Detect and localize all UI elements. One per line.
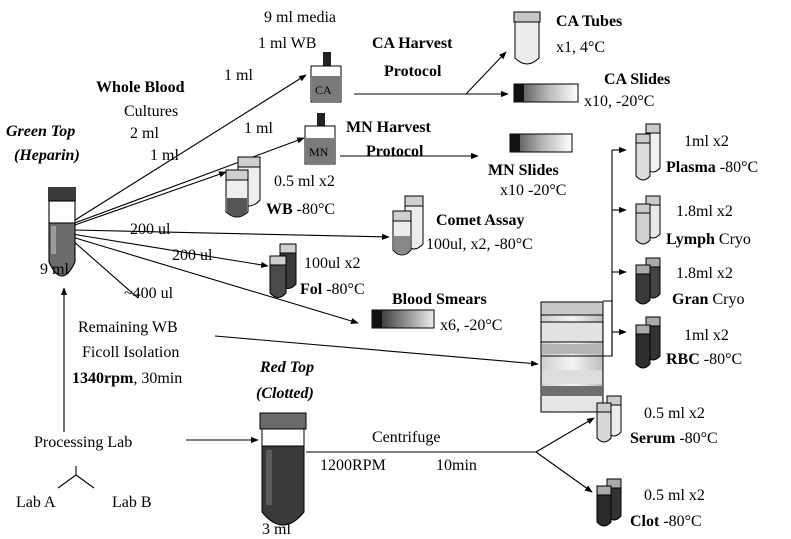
serum-tubes-icon <box>596 395 622 443</box>
green-top-title: Green Top <box>6 123 75 140</box>
ca-branch-volume: 1 ml <box>224 67 253 84</box>
comet-title: Comet Assay <box>436 212 524 229</box>
serum-volume: 0.5 ml x2 <box>644 405 705 422</box>
ca-flask-label: CA <box>315 83 332 97</box>
lab-b-label: Lab B <box>112 494 152 511</box>
smear-input-volume: ~400 ul <box>124 285 174 302</box>
lymph-storage: Lymph Cryo <box>666 231 751 248</box>
connector-lines <box>57 51 627 493</box>
mn-slides-spec: x10 -20°C <box>500 182 566 199</box>
red-top-subtitle: (Clotted) <box>256 385 314 402</box>
media-label: 9 ml media <box>264 9 336 26</box>
cultures-volume: 2 ml <box>130 125 159 142</box>
serum-storage: Serum -80°C <box>630 430 718 447</box>
mn-branch-volume: 1 ml <box>244 120 273 137</box>
gran-tubes-icon <box>635 257 661 305</box>
rbc-volume: 1ml x2 <box>684 327 729 344</box>
wb-added-label: 1 ml WB <box>258 35 316 52</box>
ca-harvest-title: CA Harvest <box>372 35 453 52</box>
ca-culture-flask <box>310 52 342 103</box>
comet-spec: 100ul, x2, -80°C <box>426 236 533 253</box>
processing-lab-label: Processing Lab <box>34 434 132 451</box>
centrifuge-speed: 1200RPM <box>320 457 386 474</box>
fol-storage: Fol -80°C <box>300 281 365 298</box>
ca-tubes-spec: x1, 4°C <box>556 39 605 56</box>
plasma-tubes-icon <box>635 123 661 181</box>
ficoll-isolation-label: Ficoll Isolation <box>82 344 179 361</box>
mn-culture-flask <box>304 113 336 165</box>
smear-title: Blood Smears <box>392 291 487 308</box>
lymph-volume: 1.8ml x2 <box>676 203 733 220</box>
green-top-volume: 9 ml <box>40 261 69 278</box>
wb-tubes-icon <box>225 156 261 218</box>
cultures-label: Cultures <box>124 103 178 120</box>
wb-storage: WB -80°C <box>266 201 335 218</box>
wb-spec: 0.5 ml x2 <box>274 173 335 190</box>
ca-harvest-subtitle: Protocol <box>384 63 442 80</box>
ca-slide-icon <box>513 83 579 103</box>
blood-smear-slide-icon <box>371 309 435 329</box>
ca-tube-icon <box>513 11 541 65</box>
clot-tubes-icon <box>596 478 622 527</box>
ca-tubes-title: CA Tubes <box>556 13 622 30</box>
centrifuge-label: Centrifuge <box>372 429 440 446</box>
red-top-volume: 3 ml <box>262 521 291 538</box>
remaining-wb-label: Remaining WB <box>78 319 178 336</box>
ficoll-gradient-tube <box>540 301 604 413</box>
ca-slides-spec: x10, -20°C <box>584 93 654 110</box>
green-top-tube <box>48 187 76 277</box>
mn-slide-icon <box>509 133 573 153</box>
mn-flask-label: MN <box>309 145 329 159</box>
comet-tubes-icon <box>392 195 424 256</box>
mn-slides-title: MN Slides <box>488 162 559 179</box>
lymph-tubes-icon <box>635 195 661 245</box>
green-top-subtitle: (Heparin) <box>14 147 80 164</box>
red-top-tube <box>259 412 307 526</box>
mn-harvest-title: MN Harvest <box>346 119 432 136</box>
clot-storage: Clot -80°C <box>630 513 702 530</box>
ca-slides-title: CA Slides <box>604 71 670 88</box>
plasma-storage: Plasma -80°C <box>666 159 758 176</box>
lab-a-label: Lab A <box>16 494 56 511</box>
gran-storage: Gran Cryo <box>672 291 744 308</box>
plasma-volume: 1ml x2 <box>684 133 729 150</box>
whole-blood-label: Whole Blood <box>96 79 185 96</box>
wb-input-volume: 1 ml <box>150 147 179 164</box>
rbc-tubes-icon <box>635 316 661 369</box>
ficoll-params: 1340rpm, 30min <box>72 370 182 387</box>
mn-harvest-subtitle: Protocol <box>366 143 424 160</box>
comet-input-volume: 200 ul <box>130 221 171 238</box>
smear-spec: x6, -20°C <box>440 317 502 334</box>
rbc-storage: RBC -80°C <box>666 351 742 368</box>
fol-input-volume: 200 ul <box>172 247 213 264</box>
clot-volume: 0.5 ml x2 <box>644 487 705 504</box>
red-top-title: Red Top <box>259 359 314 376</box>
fol-tubes-icon <box>269 243 297 298</box>
fol-spec: 100ul x2 <box>304 255 360 272</box>
gran-volume: 1.8ml x2 <box>676 265 733 282</box>
centrifuge-time: 10min <box>436 457 477 474</box>
